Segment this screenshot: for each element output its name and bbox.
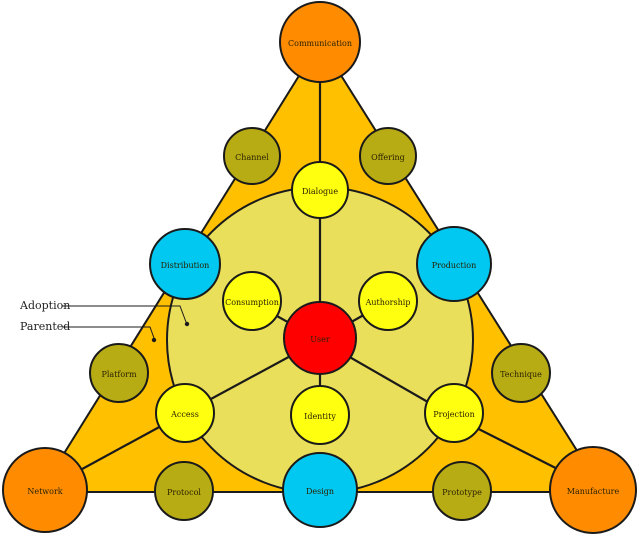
legend-adoption-label: Adoption	[19, 299, 70, 312]
node-projection-label: Projection	[433, 410, 474, 419]
legend: Adoption Parented	[19, 299, 190, 343]
node-dialogue[interactable]: Dialogue	[291, 161, 349, 219]
node-access[interactable]: Access	[155, 383, 215, 443]
node-network-label: Network	[27, 487, 62, 496]
node-user-label: User	[310, 335, 330, 344]
legend-parented-label: Parented	[20, 320, 70, 333]
node-production-label: Production	[432, 261, 477, 270]
node-channel[interactable]: Channel	[223, 127, 281, 185]
node-consumption-label: Consumption	[225, 298, 279, 307]
node-manufacture[interactable]: Manufacture	[549, 446, 637, 534]
node-consumption[interactable]: Consumption	[222, 271, 282, 331]
legend-adoption-dot	[184, 321, 190, 327]
node-channel-label: Channel	[235, 153, 269, 162]
node-distribution[interactable]: Distribution	[149, 228, 221, 300]
node-design[interactable]: Design	[282, 452, 358, 528]
node-identity[interactable]: Identity	[290, 385, 350, 445]
node-offering[interactable]: Offering	[359, 127, 417, 185]
node-authorship[interactable]: Authorship	[358, 271, 418, 331]
node-protocol[interactable]: Protocol	[154, 461, 214, 521]
legend-parented-dot	[151, 337, 157, 343]
node-authorship-label: Authorship	[365, 298, 411, 307]
node-dialogue-label: Dialogue	[302, 187, 338, 196]
node-identity-label: Identity	[304, 412, 336, 421]
node-manufacture-label: Manufacture	[567, 487, 620, 496]
node-communication-label: Communication	[288, 39, 352, 48]
node-platform[interactable]: Platform	[89, 343, 149, 403]
node-offering-label: Offering	[371, 153, 405, 162]
node-technique[interactable]: Technique	[491, 343, 551, 403]
legend-parented-pointer	[62, 326, 155, 339]
node-protocol-label: Protocol	[167, 488, 201, 497]
node-platform-label: Platform	[101, 370, 137, 379]
node-projection[interactable]: Projection	[424, 383, 484, 443]
node-communication[interactable]: Communication	[279, 1, 361, 83]
node-user[interactable]: User	[283, 301, 357, 375]
node-network[interactable]: Network	[2, 447, 88, 533]
node-technique-label: Technique	[500, 370, 542, 379]
node-distribution-label: Distribution	[161, 261, 210, 270]
legend-adoption-pointer	[62, 305, 187, 323]
node-design-label: Design	[306, 487, 334, 496]
node-production[interactable]: Production	[416, 226, 492, 302]
node-prototype-label: Prototype	[442, 488, 482, 497]
node-access-label: Access	[170, 410, 199, 419]
node-prototype[interactable]: Prototype	[432, 461, 492, 521]
